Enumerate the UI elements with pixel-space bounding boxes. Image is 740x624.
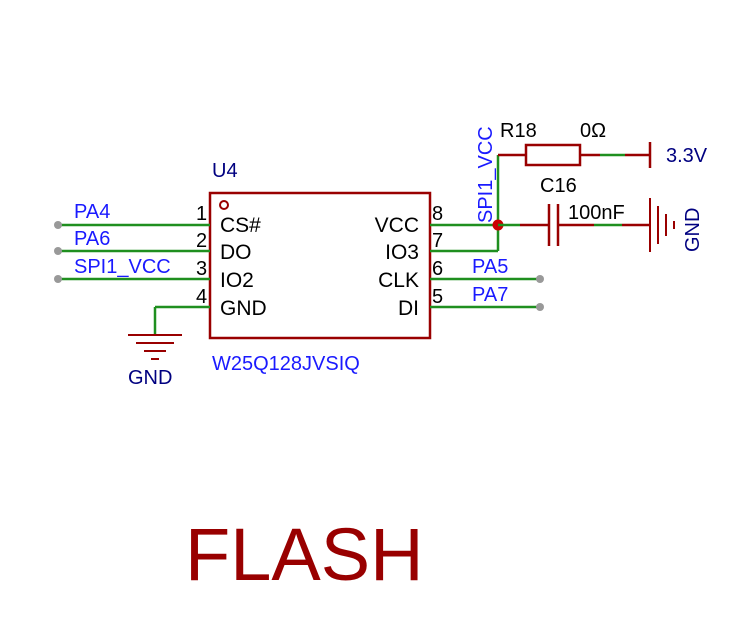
capacitor-ref: C16 [540, 175, 577, 197]
pin2-number: 2 [196, 230, 207, 252]
supply-voltage-label: 3.3V [666, 145, 708, 167]
net-label-spi1-vcc-vertical: SPI1_VCC [475, 126, 497, 223]
chip-body [208, 191, 432, 340]
pin3-name: IO2 [220, 269, 254, 292]
resistor-ref: R18 [500, 120, 537, 142]
pin3-number: 3 [196, 258, 207, 280]
pin6-endpoint [536, 275, 544, 283]
pin6-name: CLK [378, 269, 419, 292]
pin8-name: VCC [375, 214, 419, 237]
resistor-r18 [524, 143, 582, 167]
pin1-indicator [219, 200, 229, 210]
net-label-pa7: PA7 [472, 284, 508, 306]
ground-symbol-chip [128, 334, 182, 360]
chip-part-number: W25Q128JVSIQ [212, 353, 360, 375]
ground-label-chip: GND [128, 367, 172, 389]
pin5-endpoint [536, 303, 544, 311]
pin8-number: 8 [432, 203, 443, 225]
pin4-number: 4 [196, 286, 207, 308]
resistor-value: 0Ω [580, 120, 606, 142]
net-label-spi1-vcc: SPI1_VCC [74, 256, 171, 278]
net-label-pa5: PA5 [472, 256, 508, 278]
chip-ref: U4 [212, 160, 238, 182]
pin7-name: IO3 [385, 241, 419, 264]
ground-symbol-capacitor [649, 198, 675, 252]
pin5-number: 5 [432, 286, 443, 308]
pin1-name: CS# [220, 214, 261, 237]
pin4-name: GND [220, 297, 267, 320]
pin1-endpoint [54, 221, 62, 229]
ground-label-capacitor: GND [682, 208, 704, 252]
net-label-pa6: PA6 [74, 228, 110, 250]
pin5-name: DI [398, 297, 419, 320]
pin2-name: DO [220, 241, 252, 264]
schematic-title: FLASH [185, 513, 424, 596]
pin6-number: 6 [432, 258, 443, 280]
pin1-number: 1 [196, 203, 207, 225]
pin7-number: 7 [432, 230, 443, 252]
pin3-endpoint [54, 275, 62, 283]
pin2-endpoint [54, 247, 62, 255]
net-label-pa4: PA4 [74, 201, 110, 223]
capacitor-value: 100nF [568, 202, 625, 224]
